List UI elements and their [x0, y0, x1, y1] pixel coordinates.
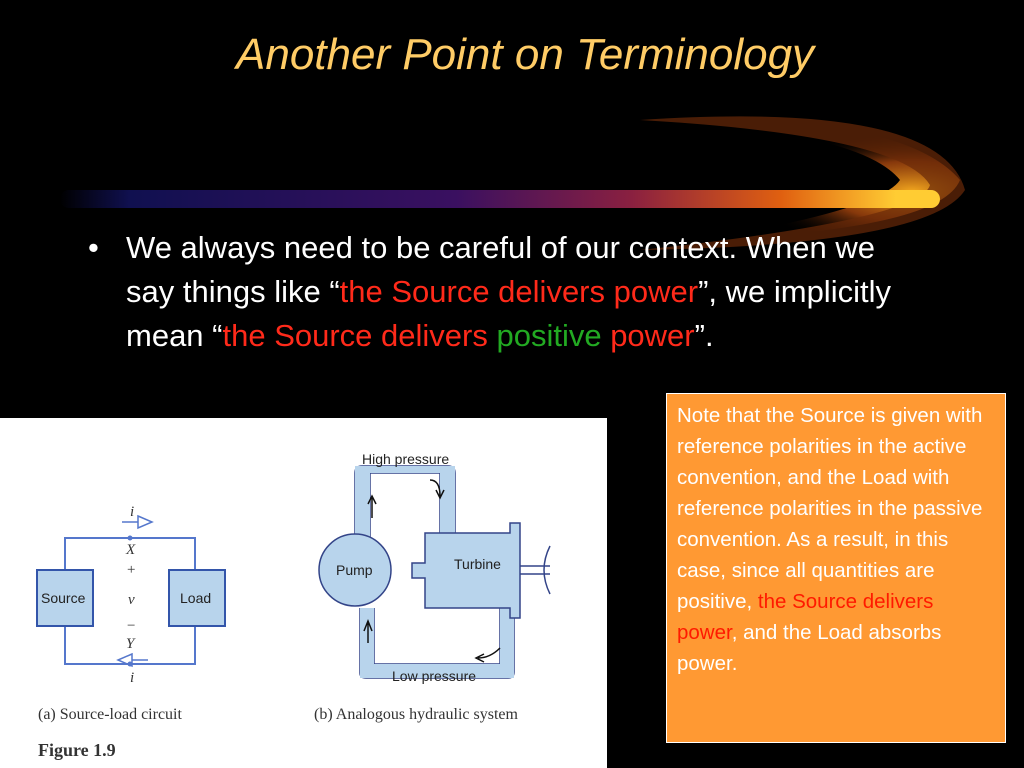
- node-dot-top: [127, 535, 133, 541]
- caption-a: (a) Source-load circuit: [38, 706, 182, 723]
- emphasis-green: positive: [496, 318, 602, 353]
- current-label-bottom: i: [130, 670, 135, 686]
- slide-title: Another Point on Terminology: [236, 30, 815, 79]
- voltage-label: v: [128, 592, 135, 608]
- emphasis-red: the Source delivers: [222, 318, 497, 353]
- rotation-arrow: [543, 545, 551, 595]
- source-box: [36, 569, 94, 627]
- node-dot-bottom: [127, 661, 133, 667]
- note-text: Note that the Source is given with refer…: [677, 404, 983, 613]
- node-label-y: Y: [126, 636, 135, 652]
- bullet-text-part: ”.: [694, 318, 714, 353]
- turbine-label: Turbine: [454, 556, 501, 572]
- current-arrow-top: [137, 514, 154, 530]
- note-box: Note that the Source is given with refer…: [666, 393, 1006, 743]
- minus-sign: −: [127, 618, 136, 634]
- note-text-end: , and the Load absorbs power.: [677, 621, 942, 675]
- figure-diagram: [36, 465, 551, 679]
- bullet-item: • We always need to be careful of our co…: [88, 226, 928, 358]
- turbine-shape: [411, 522, 521, 619]
- bullet-text: We always need to be careful of our cont…: [126, 226, 928, 358]
- load-box: [168, 569, 226, 627]
- current-label-top: i: [130, 504, 135, 520]
- bullet-text-part: We always need to be careful of our cont…: [126, 230, 875, 309]
- figure-number: Figure 1.9: [38, 740, 116, 760]
- high-pressure-label: High pressure: [362, 451, 450, 467]
- pump-label: Pump: [336, 562, 373, 578]
- pump-shape: [318, 533, 392, 607]
- decorative-streak: [60, 116, 965, 250]
- load-label: Load: [180, 590, 212, 606]
- node-label-x: X: [126, 542, 136, 558]
- low-pressure-label: Low pressure: [392, 668, 477, 684]
- source-label: Source: [41, 590, 86, 606]
- figure-panel: i X + v − Y i Source Load High pressure …: [0, 418, 607, 768]
- emphasis-red: power: [601, 318, 695, 353]
- note-emphasis: the Source delivers power: [677, 590, 934, 644]
- bullet-text-part: ”, we implicitly mean “: [126, 274, 891, 353]
- emphasis-red: the Source delivers power: [339, 274, 699, 309]
- plus-sign: +: [127, 562, 136, 578]
- bullet-marker: •: [88, 230, 99, 265]
- caption-b: (b) Analogous hydraulic system: [314, 706, 518, 723]
